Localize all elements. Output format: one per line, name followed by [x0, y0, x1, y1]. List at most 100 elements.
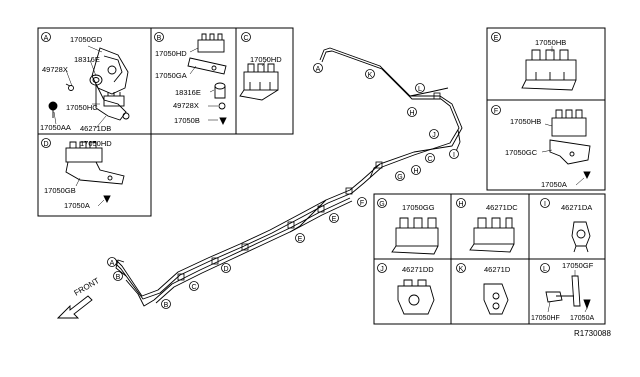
panel-e-label-1: 17050HB — [535, 38, 566, 47]
callout-6: J — [429, 129, 439, 139]
panel-h-letter: H — [458, 201, 463, 208]
svg-text:K: K — [368, 72, 373, 79]
panel-c-part-drawing — [239, 63, 279, 101]
panel-h: H 46271DC — [456, 198, 518, 253]
panel-a: A 17050GD 18316E 49728X 17 — [37, 27, 152, 135]
callout-5: H — [407, 107, 417, 117]
panel-c-letter: C — [243, 35, 248, 42]
panel-b-label-4: 49728X — [173, 101, 199, 110]
callout-8: I — [449, 149, 459, 159]
callout-4: L — [415, 83, 425, 93]
panel-g: G 17050GG — [377, 198, 439, 255]
panel-f-leaders — [541, 123, 585, 186]
panel-g-part-drawing — [391, 217, 439, 255]
panel-f-label-1: 17050HB — [510, 117, 541, 126]
panel-b-letter: B — [157, 35, 162, 42]
panel-d-leaders — [75, 147, 105, 207]
panel-c: C 17050HD — [235, 27, 294, 135]
routing-callouts: A A K L H J C I H G F E E D C B B — [107, 63, 459, 309]
panel-l: L 17050GF 17050HF 17050A — [531, 261, 594, 322]
panel-c-label-1: 17050HD — [250, 55, 282, 64]
svg-text:B: B — [116, 274, 121, 281]
panel-j-label-1: 46271DD — [402, 265, 434, 274]
panel-d-label-1: 17050HD — [80, 139, 112, 148]
panel-a-label-4: 17050HC — [66, 103, 98, 112]
panel-b-label-1: 17050HD — [155, 49, 187, 58]
callout-9: H — [411, 165, 421, 175]
panel-b-part-drawing — [187, 33, 227, 126]
panel-d-letter: D — [43, 141, 48, 148]
panel-l-label-3: 17050A — [570, 315, 594, 322]
callout-10: G — [395, 171, 405, 181]
svg-text:C: C — [427, 156, 432, 163]
panel-b-label-3: 18316E — [175, 88, 201, 97]
svg-text:E: E — [332, 216, 337, 223]
callout-17: B — [113, 271, 123, 281]
panel-b-leaders — [189, 47, 218, 121]
svg-text:B: B — [164, 302, 169, 309]
panel-a-label-6: 17050AA — [40, 123, 71, 132]
svg-text:C: C — [191, 284, 196, 291]
panel-a-part-drawing — [48, 47, 130, 121]
panel-l-letter: L — [543, 266, 547, 273]
callout-11: F — [357, 197, 367, 207]
panel-k: K 46271D — [456, 263, 511, 315]
panel-k-letter: K — [459, 266, 464, 273]
panel-i-label-1: 46271DA — [561, 203, 592, 212]
panel-f-letter: F — [494, 108, 498, 115]
callout-13: E — [295, 233, 305, 243]
panel-a-label-2: 18316E — [74, 55, 100, 64]
svg-text:J: J — [432, 132, 436, 139]
panel-h-label-1: 46271DC — [486, 203, 518, 212]
callout-3: K — [365, 69, 375, 79]
callout-12: E — [329, 213, 339, 223]
panel-l-leaders — [547, 270, 588, 313]
panel-d-label-2: 17050GB — [44, 186, 76, 195]
callout-7: C — [425, 153, 435, 163]
clip-grid — [373, 193, 606, 325]
panel-f-label-3: 17050A — [541, 180, 567, 189]
panel-h-part-drawing — [469, 217, 515, 253]
panel-f: F 17050HB 17050GC 17050A — [486, 99, 606, 191]
diagram-ref-code: R1730088 — [574, 329, 611, 338]
front-arrow-icon — [56, 295, 93, 319]
panel-d-label-3: 17050A — [64, 201, 90, 210]
front-direction-indicator: FRONT — [56, 276, 101, 319]
panel-e-letter: E — [494, 35, 499, 42]
svg-text:H: H — [409, 110, 414, 117]
panel-b-label-2: 17050GA — [155, 71, 187, 80]
panel-g-letter: G — [379, 201, 384, 208]
panel-k-part-drawing — [483, 283, 509, 315]
callout-16: B — [161, 299, 171, 309]
panel-g-label-1: 17050GG — [402, 203, 435, 212]
panel-k-label-1: 46271D — [484, 265, 511, 274]
panel-j-letter: J — [380, 266, 384, 273]
callout-2: A — [313, 63, 323, 73]
panel-a-leaders — [53, 45, 107, 129]
svg-text:I: I — [453, 152, 455, 159]
tube-routing — [112, 47, 463, 307]
panel-i-letter: I — [544, 201, 546, 208]
svg-text:E: E — [298, 236, 303, 243]
callout-1: A — [107, 257, 117, 267]
panel-l-label-2: 17050HF — [531, 315, 560, 322]
front-label: FRONT — [73, 276, 101, 298]
panel-i: I 46271DA — [540, 198, 592, 253]
panel-a-label-5: 46271DB — [80, 124, 111, 133]
svg-text:F: F — [360, 200, 364, 207]
panel-j-part-drawing — [397, 279, 435, 315]
svg-text:L: L — [418, 86, 422, 93]
panel-f-label-2: 17050GC — [505, 148, 538, 157]
panel-a-letter: A — [44, 35, 49, 42]
panel-e-part-drawing — [521, 49, 577, 91]
panel-b: B 17050HD 17050GA 18316E 49728X 17050B — [150, 27, 237, 135]
svg-text:G: G — [397, 174, 402, 181]
svg-text:D: D — [223, 266, 228, 273]
callout-15: C — [189, 281, 199, 291]
panel-a-label-3: 49728X — [42, 65, 68, 74]
routing-clips — [177, 92, 441, 281]
panel-i-part-drawing — [571, 221, 591, 253]
panel-e: E 17050HB — [486, 27, 606, 101]
